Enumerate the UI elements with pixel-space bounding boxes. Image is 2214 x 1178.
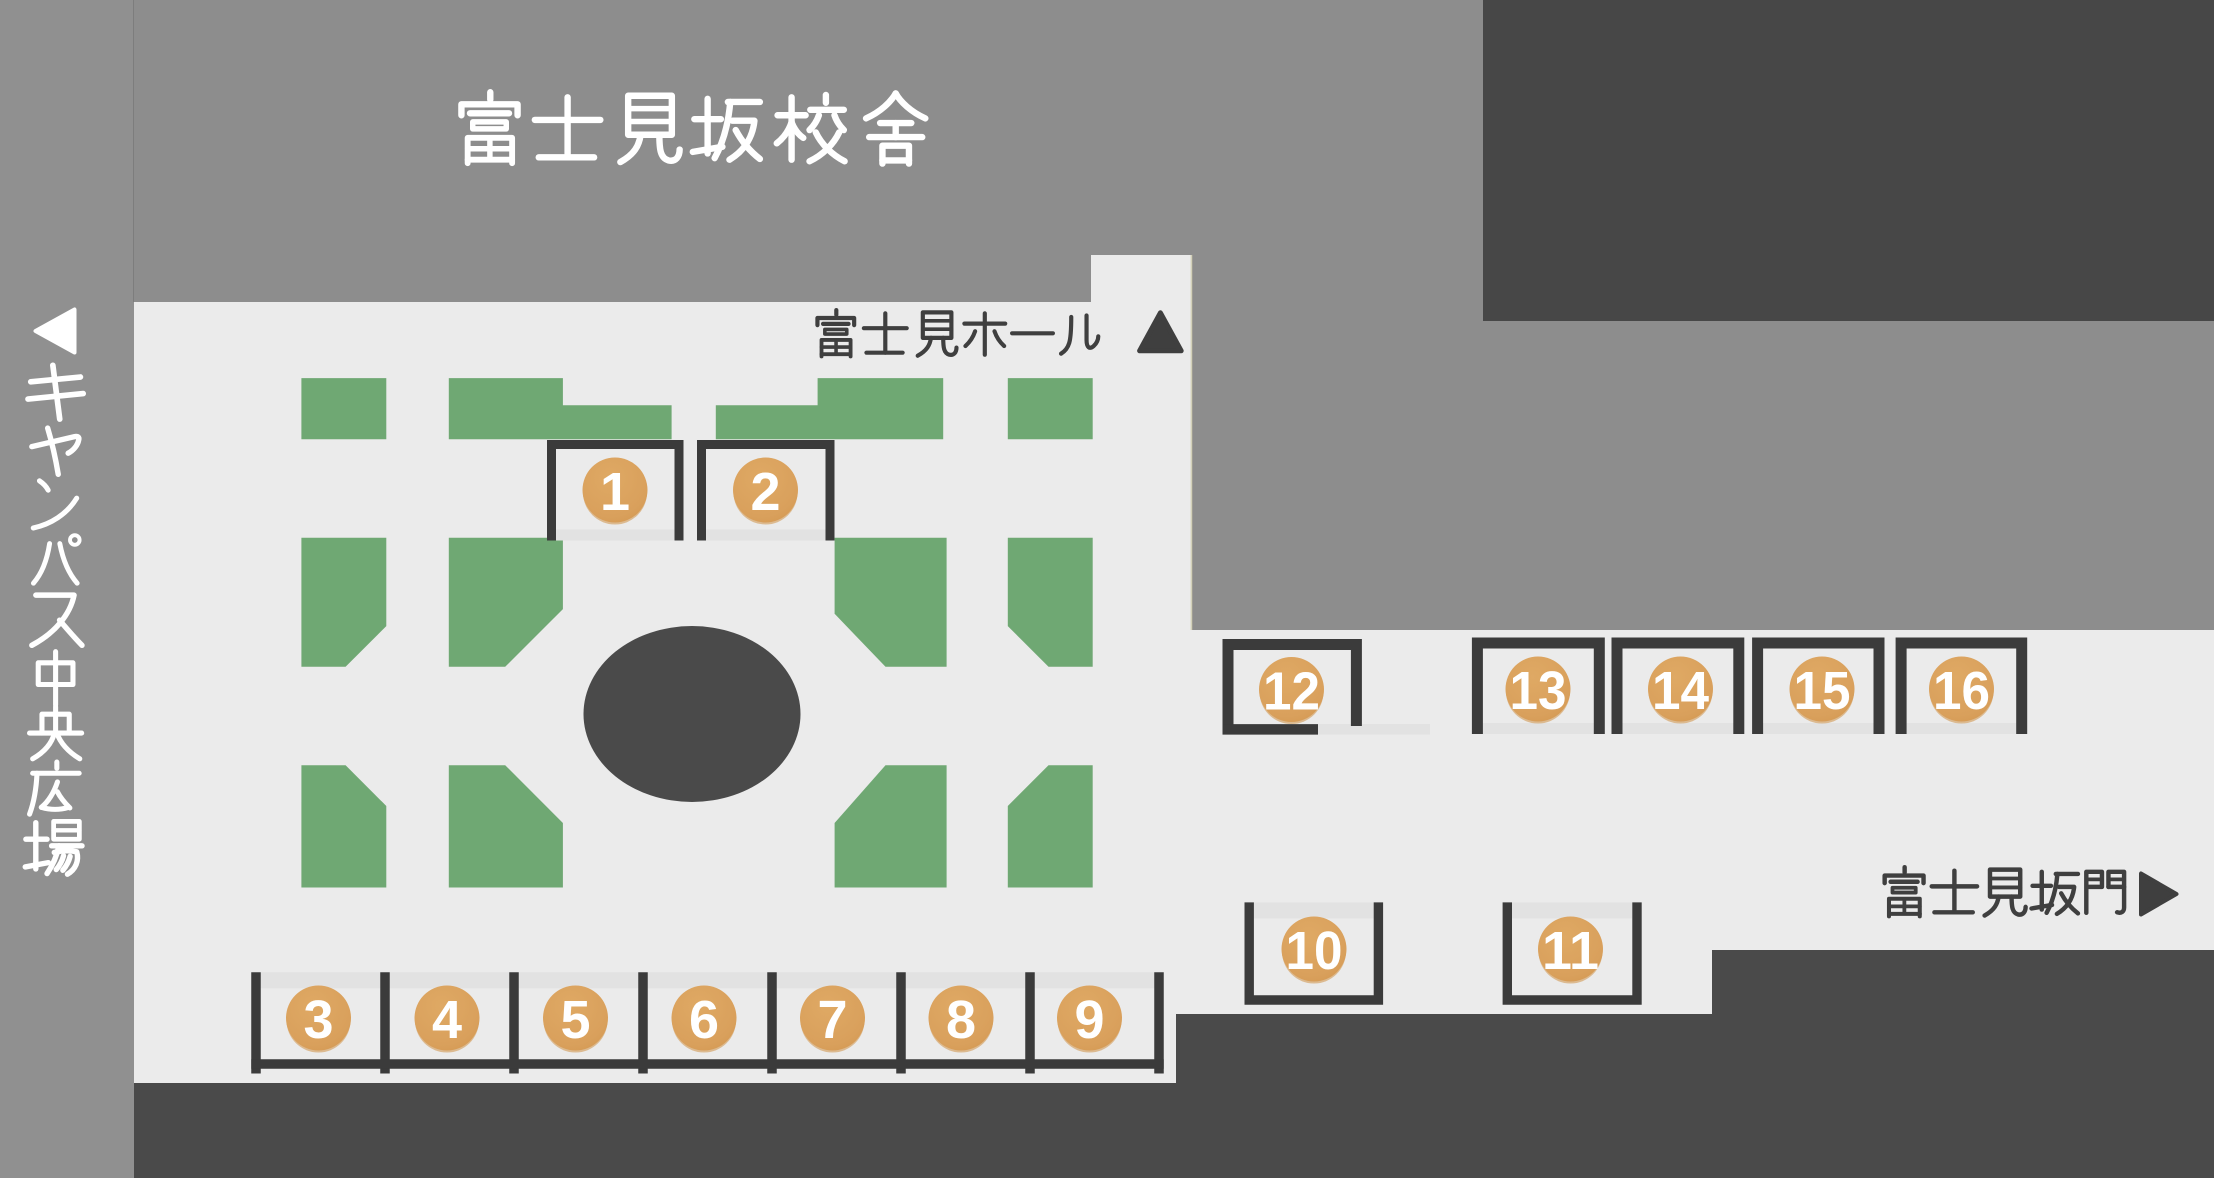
svg-text:4: 4 — [432, 990, 462, 1050]
svg-text:16: 16 — [1933, 661, 1990, 721]
svg-text:14: 14 — [1652, 661, 1709, 721]
svg-text:13: 13 — [1510, 661, 1567, 721]
svg-text:5: 5 — [560, 990, 590, 1050]
svg-text:15: 15 — [1794, 661, 1851, 721]
svg-text:7: 7 — [817, 990, 847, 1050]
svg-text:1: 1 — [600, 462, 630, 522]
svg-text:8: 8 — [946, 990, 976, 1050]
svg-text:11: 11 — [1542, 921, 1599, 981]
svg-text:10: 10 — [1286, 921, 1343, 981]
svg-text:12: 12 — [1263, 662, 1320, 722]
svg-text:6: 6 — [689, 990, 719, 1050]
svg-text:2: 2 — [750, 462, 780, 522]
svg-text:3: 3 — [303, 990, 333, 1050]
svg-text:9: 9 — [1074, 990, 1104, 1050]
